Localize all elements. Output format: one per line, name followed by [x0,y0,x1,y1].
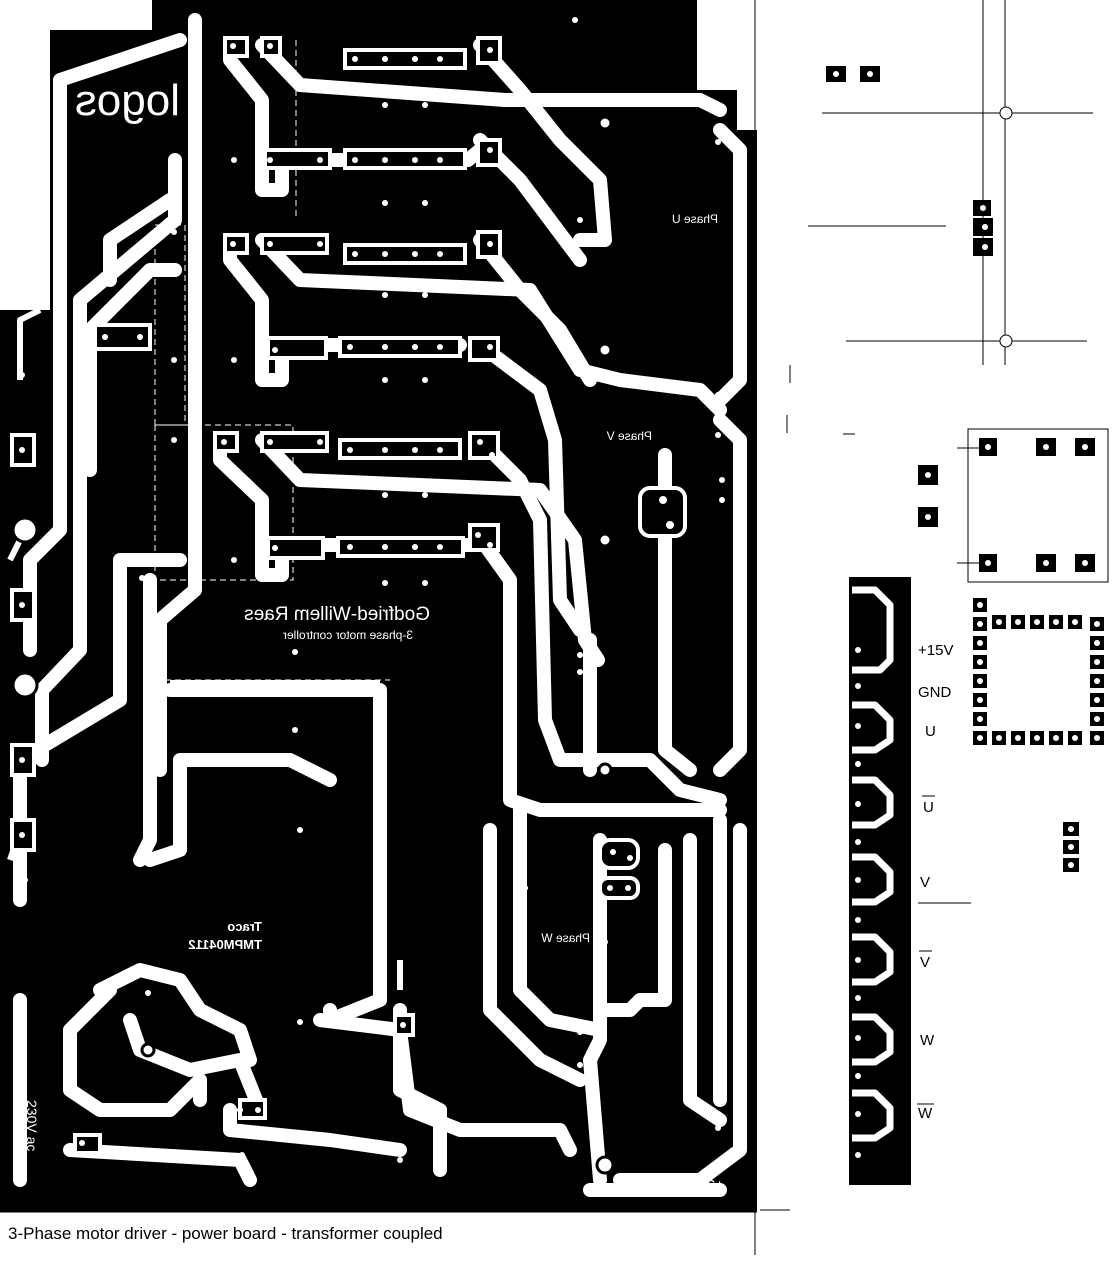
right-area-lines [754,0,1109,1255]
phase-v-label: Phase V [607,429,652,443]
board-labels: logos Godfried-Willem Raes 3-phase motor… [24,76,724,1194]
pin-label-u: U [925,723,936,740]
logo-text: logos [75,76,180,125]
overbar-marks [917,795,935,1105]
connector-labels: +15V GND U U V V W W [918,642,953,1122]
subtitle-label: 3-phase motor controller [283,628,413,642]
pin-label-gnd: GND [918,684,952,701]
ic-footprint [973,598,1104,745]
pin-label-w: W [920,1032,935,1049]
connector-strip [849,577,911,1185]
dc-bus-label: +325V [680,1177,724,1194]
pin-label-u-bar: U [923,799,934,816]
pin-label-v-bar: V [920,954,930,971]
pcb-pads [10,17,725,1175]
pin-label-w-bar: W [918,1105,933,1122]
module-brand-label: Traco [227,919,262,934]
phase-u-label: Phase U [672,212,718,226]
pin-label-15v: +15V [918,642,953,659]
mains-voltage-label: 230V ac [24,1100,40,1151]
pin-label-v: V [920,874,930,891]
author-label: Godfried-Willem Raes [244,604,430,625]
figure-caption: 3-Phase motor driver - power board - tra… [8,1224,443,1243]
right-pads [826,66,1095,872]
phase-w-label: Phase W [541,931,590,945]
module-part-label: TMPM04112 [188,937,262,952]
